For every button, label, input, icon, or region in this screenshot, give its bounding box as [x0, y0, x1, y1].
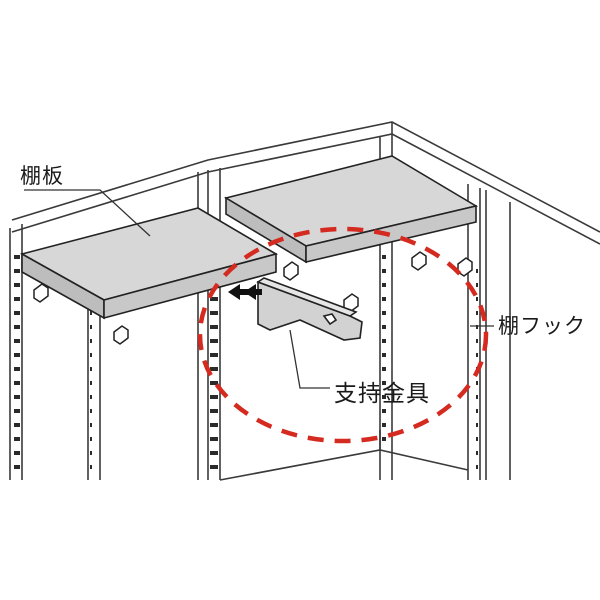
slot-strips	[12, 250, 478, 476]
shelf-board-right	[223, 155, 479, 264]
highlight-circle	[197, 226, 489, 444]
label-shelf-board: 棚板	[20, 164, 64, 188]
insert-arrow-icon	[228, 284, 262, 300]
label-support-bracket: 支持金具	[334, 381, 430, 407]
support-bracket	[256, 277, 363, 341]
shelf-hooks	[33, 251, 473, 345]
label-shelf-hook: 棚フック	[498, 314, 586, 338]
leader-lines	[24, 189, 494, 389]
shelf-board-left	[19, 207, 279, 320]
